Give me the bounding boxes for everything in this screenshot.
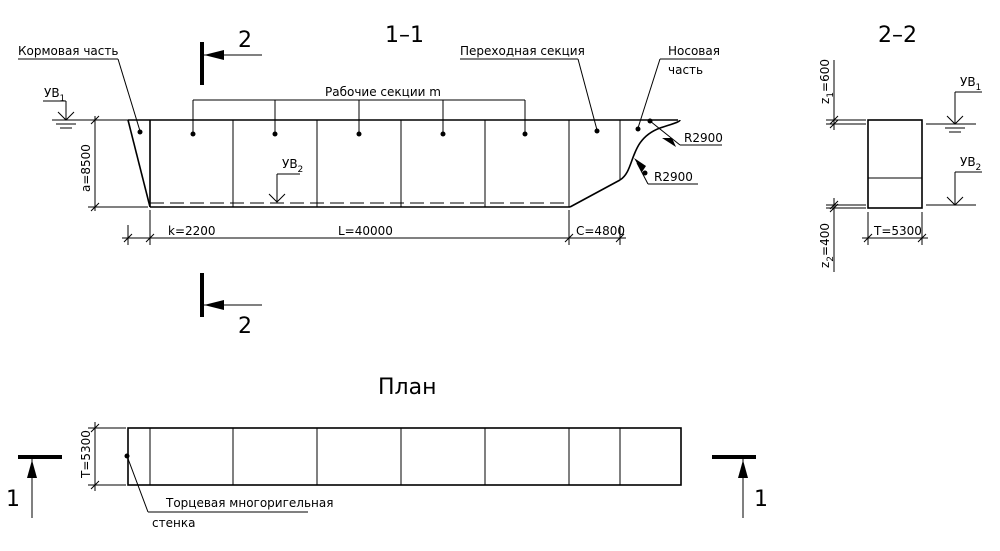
cross-section-2-2 [867,119,923,209]
height-a-label: a=8500 [79,144,93,192]
end-wall-label-line2: стенка [152,516,195,530]
working-sections-leader: Рабочие секции m [190,85,528,137]
dim-C-label: C=4800 [576,224,625,238]
bow-label-line1: Носовая [668,44,720,58]
section-2-2-title: 2–2 [878,23,917,48]
bow-label-line2: часть [668,63,703,77]
radius-annotation-bottom: R2900 [634,158,698,185]
uv2-right-label: УВ2 [960,155,981,173]
section-marker-2-top: 2 [200,28,262,85]
stern-leader: Кормовая часть [18,44,143,135]
bow-leader: Носовая часть [635,44,720,132]
section-marker-2-bottom: 2 [200,273,262,339]
water-level-uv2-inside: УВ2 [268,157,303,203]
section-marker-2-bottom-label: 2 [238,314,252,339]
section-1-1-title: 1–1 [385,23,424,48]
water-level-uv1-left: УВ1 [43,86,126,129]
uv1-right-label: УВ1 [960,75,981,93]
section-marker-1-right: 1 [712,455,768,518]
section-marker-1-right-label: 1 [754,487,768,512]
transition-section-leader: Переходная секция [460,44,600,134]
height-dimension-a: a=8500 [79,115,148,212]
section-marker-1-left: 1 [6,455,62,518]
dim-k-label: k=2200 [168,224,216,238]
width-dimension-section: T=5300 [862,212,928,245]
radius-top-label: R2900 [684,131,723,145]
T-plan-label: T=5300 [79,430,93,479]
length-dimensions: k=2200 L=40000 C=4800 [122,210,626,245]
plan-title: План [378,375,436,400]
water-level-uv1-right: УВ1 [926,75,982,133]
hull-section-outline [127,119,681,208]
transition-section-label: Переходная секция [460,44,585,58]
uv2-inside-label: УВ2 [282,157,303,175]
section-marker-2-top-label: 2 [238,28,252,53]
radius-annotation-top: R2900 [647,118,723,147]
water-level-uv2-right: УВ2 [926,155,982,206]
radius-bottom-label: R2900 [654,170,693,184]
stern-label: Кормовая часть [18,44,118,58]
z2-dimension: z2=400 [818,198,866,272]
dim-L-label: L=40000 [338,224,393,238]
uv1-left-label: УВ1 [44,86,65,104]
plan-outline [127,427,682,486]
working-sections-label: Рабочие секции m [325,85,441,99]
T-section-label: T=5300 [873,224,922,238]
z1-label: z1=600 [818,59,836,104]
end-wall-label-line1: Торцевая многоригельная [165,496,333,510]
width-dimension-plan: T=5300 [79,422,126,491]
section-marker-1-left-label: 1 [6,487,20,512]
z1-dimension: z1=600 [818,59,866,130]
z2-label: z2=400 [818,223,836,268]
end-wall-leader: Торцевая многоригельная стенка [124,453,333,530]
